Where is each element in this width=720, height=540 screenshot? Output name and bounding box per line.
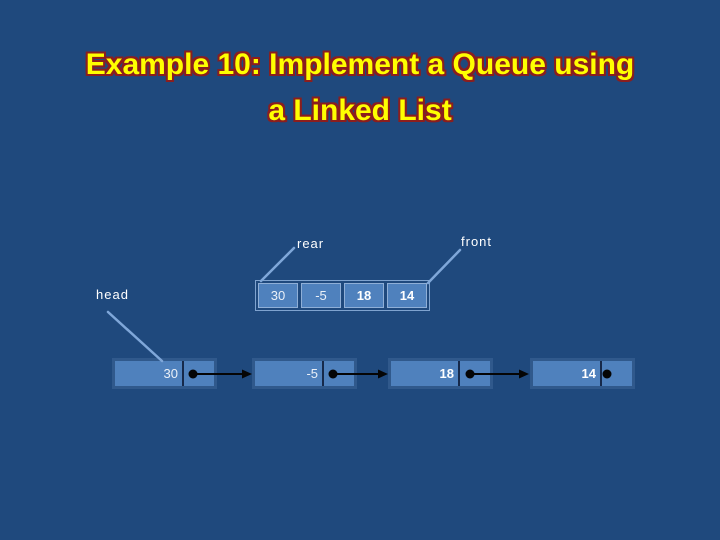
connector-arrowhead [378, 369, 388, 379]
connector-arrowhead [519, 369, 529, 379]
slide-title-line1: Example 10: Implement a Queue using [85, 48, 635, 81]
node-value: 14 [581, 366, 596, 381]
node-pointer-field [460, 361, 490, 386]
node-value: 30 [163, 366, 178, 381]
node-value: 18 [439, 366, 454, 381]
slide-title-line2: a Linked List [268, 94, 452, 127]
queue-array-cell: 18 [344, 283, 384, 308]
linked-list-node: 14 [530, 358, 635, 389]
node-pointer-field [602, 361, 632, 386]
slide-title: Example 10: Implement a Queue using a Li… [0, 42, 720, 134]
front-label: front [461, 234, 493, 249]
linked-list-node: 30 [112, 358, 217, 389]
linked-list-node: 18 [388, 358, 493, 389]
node-pointer-field [184, 361, 214, 386]
node-divider [600, 361, 602, 386]
queue-array-cell: 30 [258, 283, 298, 308]
node-divider [322, 361, 324, 386]
node-pointer-field [324, 361, 354, 386]
queue-array: 30 -5 18 14 [255, 280, 430, 311]
front-pointer-line [426, 248, 462, 285]
node-divider [182, 361, 184, 386]
rear-label: rear [297, 236, 325, 251]
head-label: head [96, 287, 129, 302]
queue-array-cell: 14 [387, 283, 427, 308]
linked-list-node: -5 [252, 358, 357, 389]
queue-array-cell: -5 [301, 283, 341, 308]
rear-pointer-line [259, 246, 296, 283]
connector-arrowhead [242, 369, 252, 379]
node-value: -5 [306, 366, 318, 381]
head-pointer-line [106, 310, 164, 363]
node-divider [458, 361, 460, 386]
